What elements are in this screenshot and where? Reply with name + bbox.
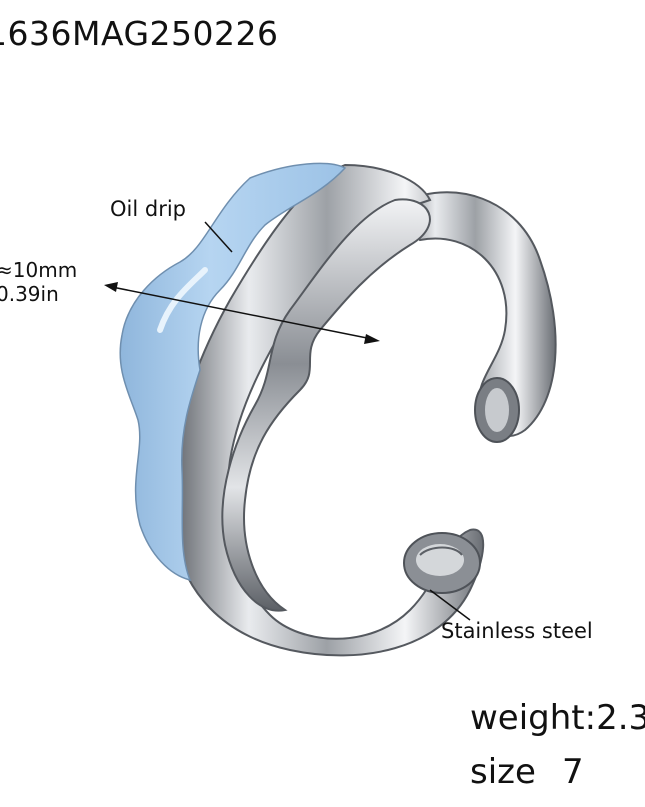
weight-spec: weight:2.3: [470, 698, 645, 738]
steel-leader: [429, 589, 471, 621]
product-code: 1636MAG250226: [0, 14, 279, 53]
oil-drip-leader: [204, 221, 233, 253]
size-spec: size 7: [470, 752, 584, 792]
arrow-head-left: [104, 282, 118, 292]
size-value: 7: [561, 752, 584, 792]
size-label: size: [470, 752, 536, 792]
arrow-head-right: [364, 334, 380, 344]
oil-drip-label: Oil drip: [110, 197, 187, 221]
dimension-label: ≈10mm 0.39in: [0, 258, 77, 306]
material-label: Stainless steel: [441, 619, 593, 643]
dimension-in: 0.39in: [0, 282, 59, 306]
ring-enamel-band: [119, 162, 347, 582]
dimension-mm: ≈10mm: [0, 258, 78, 282]
ring-wave-band: [221, 198, 431, 612]
dimension-arrow: [111, 286, 373, 340]
